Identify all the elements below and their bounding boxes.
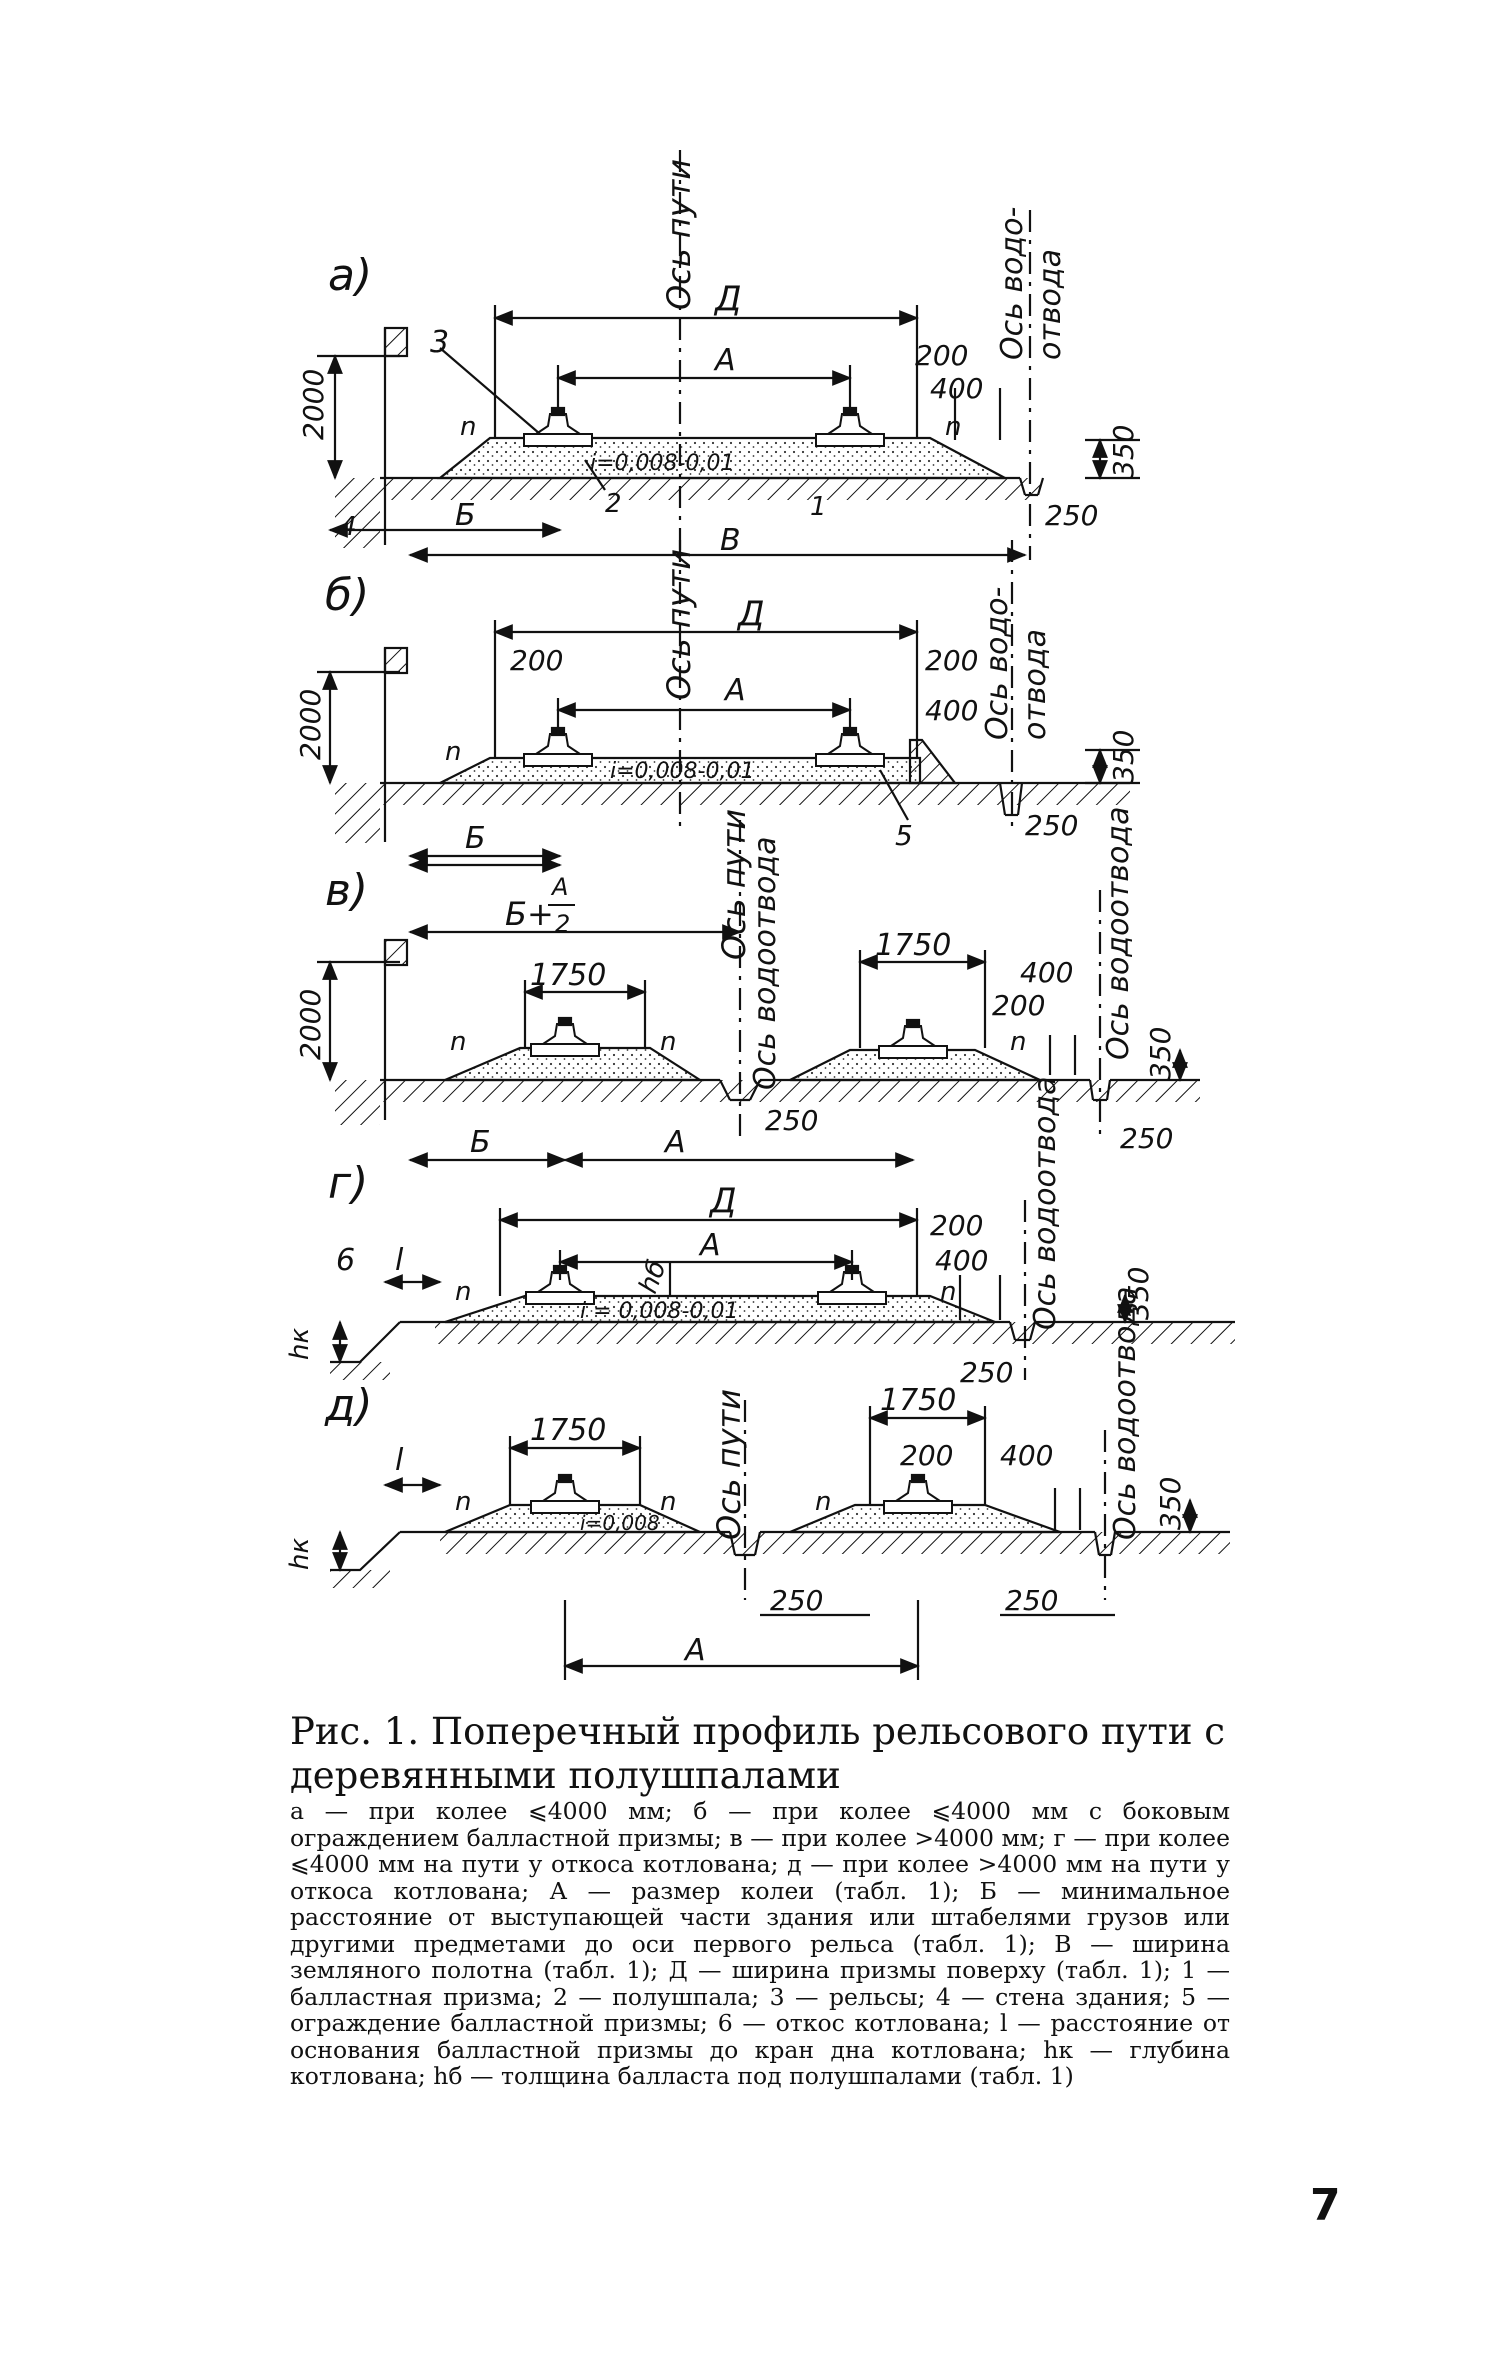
panel-b: [317, 540, 1140, 864]
panel-b-axis-drain-2: отвода: [1018, 629, 1053, 740]
panel-d-axis-drain: Ось водоотвода: [1108, 1287, 1143, 1540]
panel-a-dim-B: Б: [455, 498, 476, 533]
panel-a-axis-drain: Ось водо-: [995, 207, 1030, 360]
panel-d-dim-hk: hк: [285, 1538, 315, 1570]
panel-b-dim-2000: 2000: [294, 689, 327, 760]
cross-section-figure: а) Д А Б В 200 400 250 i=0,008-0,01 n n …: [285, 150, 1235, 1680]
panel-b-axis-drain: Ось водо-: [980, 587, 1015, 740]
panel-v-letter: в): [325, 865, 368, 916]
panel-b-dim-D: Д: [736, 594, 765, 634]
panel-v-dim-350: 350: [1144, 1027, 1177, 1080]
panel-d-axis-track: Ось пути: [710, 1389, 748, 1540]
panel-v: [317, 820, 1200, 1168]
panel-a-letter: а): [328, 250, 372, 301]
panel-g-slope: i = 0,008-0,01: [580, 1299, 738, 1324]
panel-a-dim-400: 400: [930, 372, 983, 405]
panel-g-callout-6: 6: [336, 1243, 355, 1278]
panel-d-slope: i=0,008: [580, 1511, 660, 1535]
panel-b-dim-250: 250: [1025, 809, 1078, 842]
panel-d-dim-250-mid: 250: [770, 1584, 823, 1617]
panel-a-callout-3: 3: [430, 325, 449, 360]
panel-v-n-2: n: [660, 1027, 676, 1057]
panel-v-dim-2000: 2000: [294, 989, 327, 1060]
panel-g-dim-400: 400: [935, 1244, 988, 1277]
panel-g-n-right: n: [940, 1277, 956, 1307]
panel-g: [330, 1200, 1235, 1380]
panel-d-dim-l: l: [395, 1443, 404, 1478]
panel-v-dim-A-frac-den: 2: [555, 910, 570, 938]
panel-a-dim-D: Д: [713, 279, 742, 319]
panel-b-dim-350: 350: [1107, 730, 1140, 783]
panel-a-axis-track: Ось пути: [660, 159, 698, 310]
panel-v-dim-250-right: 250: [1120, 1122, 1173, 1155]
panel-b-slope: i=0,008-0,01: [610, 759, 754, 784]
panel-g-dim-l: l: [395, 1243, 404, 1278]
panel-g-dim-D: Д: [708, 1181, 737, 1221]
panel-a: [317, 150, 1140, 563]
panel-a-callout-1: 1: [810, 492, 827, 522]
panel-d-dim-1750-left: 1750: [530, 1413, 606, 1448]
panel-d-dim-200: 200: [900, 1439, 953, 1472]
panel-d-letter: д): [324, 1380, 373, 1431]
panel-v-dim-1750-left: 1750: [530, 958, 606, 993]
panel-g-dim-350: 350: [1122, 1267, 1155, 1320]
panel-v-dim-A: А: [663, 1125, 686, 1160]
panel-b-letter: б): [325, 570, 369, 621]
panel-b-axis-track: Ось пути: [660, 549, 698, 700]
panel-v-dim-400: 400: [1020, 956, 1073, 989]
panel-g-axis-drain: Ось водоотвода: [1028, 1077, 1063, 1330]
panel-d-dim-1750-right: 1750: [880, 1383, 956, 1418]
panel-a-dim-350: 350: [1107, 425, 1140, 478]
panel-a-callout-4: 4: [340, 512, 357, 542]
panel-d-dim-400: 400: [1000, 1439, 1053, 1472]
panel-v-axis-track: Ось пути: [715, 809, 753, 960]
panel-a-dim-2000: 2000: [297, 369, 330, 440]
panel-g-dim-hk: hк: [285, 1328, 315, 1360]
panel-b-dim-A: А: [723, 673, 746, 708]
panel-b-callout-5: 5: [895, 819, 913, 852]
page-number: 7: [1310, 2180, 1341, 2231]
figure-caption-legend: а — при колее ⩽4000 мм; б — при колее ⩽4…: [290, 1797, 1230, 2090]
panel-b-dim-200b: 200: [925, 644, 978, 677]
panel-d-n-1: n: [455, 1487, 471, 1517]
panel-d-n-2: n: [660, 1487, 676, 1517]
panel-a-slope: i=0,008-0,01: [590, 451, 734, 476]
panel-d: [330, 1400, 1230, 1680]
panel-a-callout-2: 2: [605, 489, 622, 519]
panel-d-n-3: n: [815, 1487, 831, 1517]
panel-a-dim-A: А: [713, 343, 736, 378]
panel-d-dim-350: 350: [1154, 1477, 1187, 1530]
panel-a-dim-250: 250: [1045, 499, 1098, 532]
panel-v-axis-drain-mid: Ось водоотвода: [748, 837, 783, 1090]
panel-b-dim-200a: 200: [510, 644, 563, 677]
panel-v-dim-200: 200: [992, 989, 1045, 1022]
panel-g-n-left: n: [455, 1277, 471, 1307]
panel-a-n-left: n: [460, 412, 476, 442]
panel-d-dim-250-right: 250: [1005, 1584, 1058, 1617]
panel-a-axis-drain-2: отвода: [1033, 249, 1068, 360]
panel-v-dim-B: Б: [470, 1125, 491, 1160]
panel-b-dim-B: Б: [465, 821, 486, 856]
panel-g-dim-200: 200: [930, 1209, 983, 1242]
panel-a-dim-200: 200: [915, 339, 968, 372]
panel-v-n-1: n: [450, 1027, 466, 1057]
panel-v-dim-A-frac-num: А: [550, 873, 568, 901]
panel-b-n: n: [445, 737, 461, 767]
figure-caption-title: Рис. 1. Поперечный профиль рельсового пу…: [290, 1710, 1225, 1797]
panel-a-n-right: n: [945, 412, 961, 442]
panel-a-dim-V: В: [720, 523, 741, 558]
panel-v-dim-B-plus: Б+: [505, 895, 554, 933]
panel-v-n-3: n: [1010, 1027, 1026, 1057]
panel-v-axis-drain: Ось водоотвода: [1101, 807, 1136, 1060]
panel-d-dim-A: А: [683, 1633, 706, 1668]
panel-g-letter: г): [328, 1158, 368, 1209]
panel-v-dim-250-mid: 250: [765, 1104, 818, 1137]
panel-g-dim-250: 250: [960, 1356, 1013, 1389]
panel-g-dim-A: А: [698, 1228, 721, 1263]
panel-v-dim-1750-right: 1750: [875, 928, 951, 963]
panel-b-dim-400: 400: [925, 694, 978, 727]
